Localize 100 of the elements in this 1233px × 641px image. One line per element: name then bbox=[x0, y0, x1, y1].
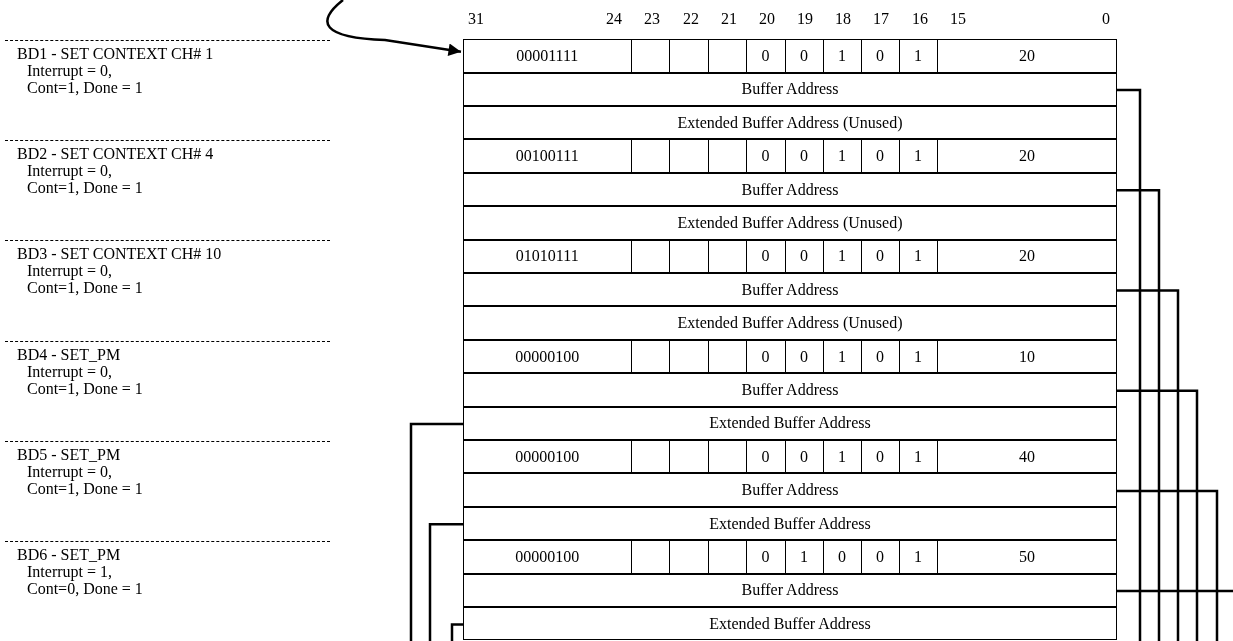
bit-number: 22 bbox=[683, 10, 699, 28]
bit-field-value: 1 bbox=[823, 441, 862, 473]
address-row bbox=[463, 172, 1117, 207]
descriptor-flags: Interrupt = 0, Cont=1, Done = 1 bbox=[27, 262, 144, 297]
connector-line bbox=[428, 523, 463, 641]
bit-field-value: 0 bbox=[746, 140, 786, 172]
bit-number: 18 bbox=[835, 10, 851, 28]
register-row bbox=[463, 239, 1117, 274]
bit-field-value: 01010111 bbox=[464, 240, 632, 273]
address-row bbox=[463, 473, 1117, 507]
curved-arrow bbox=[326, 0, 462, 56]
bit-field-value: 10 bbox=[1018, 346, 1036, 367]
register-row bbox=[463, 139, 1117, 173]
bit-field-value: 00000100 bbox=[464, 340, 632, 373]
bit-field-value: 00001111 bbox=[464, 40, 632, 72]
bit-field-value: 1 bbox=[785, 541, 824, 573]
bit-number: 0 bbox=[1102, 10, 1110, 28]
bit-field-value: 0 bbox=[861, 140, 900, 172]
address-row bbox=[463, 306, 1117, 340]
bit-field-value: 0 bbox=[746, 541, 786, 573]
address-text: Buffer Address bbox=[741, 581, 839, 600]
address-row bbox=[463, 72, 1117, 107]
bit-field-value: 0 bbox=[861, 541, 900, 573]
bit-field-value: 0 bbox=[746, 340, 786, 373]
connector-line bbox=[1117, 189, 1161, 641]
register-row bbox=[463, 440, 1117, 474]
descriptor-title: BD3 - SET CONTEXT CH# 10 bbox=[17, 245, 223, 263]
bit-field-value: 00000100 bbox=[464, 441, 632, 473]
address-text: Extended Buffer Address bbox=[709, 414, 871, 433]
bit-number: 16 bbox=[912, 10, 928, 28]
address-text: Extended Buffer Address (Unused) bbox=[677, 113, 903, 132]
bit-field-value: 20 bbox=[1018, 246, 1036, 267]
bit-field-value: 00100111 bbox=[464, 140, 632, 172]
descriptor-flags: Interrupt = 0, Cont=1, Done = 1 bbox=[27, 162, 144, 197]
bit-field-value: 1 bbox=[823, 340, 862, 373]
register-row bbox=[463, 540, 1117, 574]
address-text: Buffer Address bbox=[741, 280, 839, 299]
bit-field-value: 0 bbox=[861, 240, 900, 273]
address-text: Buffer Address bbox=[741, 180, 839, 199]
address-row bbox=[463, 607, 1117, 641]
descriptor-title: BD5 - SET_PM bbox=[17, 445, 122, 463]
bit-field-value: 0 bbox=[861, 441, 900, 473]
connector-line bbox=[1117, 489, 1219, 641]
bit-field-value: 0 bbox=[785, 40, 824, 72]
bit-field-value: 1 bbox=[823, 40, 862, 72]
connector-line bbox=[1117, 289, 1180, 641]
descriptor-title: BD1 - SET CONTEXT CH# 1 bbox=[17, 45, 215, 62]
bit-field-value: 1 bbox=[823, 140, 862, 172]
bit-field-value: 1 bbox=[899, 240, 938, 273]
connector-line bbox=[1117, 389, 1199, 641]
bit-field-value: 0 bbox=[746, 240, 786, 273]
bit-field-value: 1 bbox=[899, 140, 938, 172]
address-text: Buffer Address bbox=[741, 481, 839, 500]
bit-field-value: 0 bbox=[785, 140, 824, 172]
descriptor-title: BD6 - SET_PM bbox=[17, 546, 122, 563]
address-row bbox=[463, 206, 1117, 240]
bit-number: 19 bbox=[797, 10, 813, 28]
bit-number: 17 bbox=[873, 10, 889, 28]
bit-field-value: 50 bbox=[1018, 546, 1036, 567]
address-text: Extended Buffer Address (Unused) bbox=[677, 314, 903, 333]
address-row bbox=[463, 406, 1117, 441]
bit-field-value: 20 bbox=[1018, 146, 1036, 167]
connector-line bbox=[409, 422, 463, 641]
address-row bbox=[463, 273, 1117, 307]
descriptor-flags: Interrupt = 0, Cont=1, Done = 1 bbox=[27, 462, 144, 497]
address-row bbox=[463, 573, 1117, 608]
bit-number: 24 bbox=[606, 10, 622, 28]
bit-field-value: 0 bbox=[785, 240, 824, 273]
descriptor-title: BD4 - SET_PM bbox=[17, 345, 122, 363]
address-row bbox=[463, 106, 1117, 140]
address-text: Extended Buffer Address (Unused) bbox=[677, 213, 903, 232]
bit-number: 20 bbox=[759, 10, 775, 28]
bit-field-value: 0 bbox=[823, 541, 862, 573]
bit-field-value: 0 bbox=[785, 340, 824, 373]
bit-field-value: 0 bbox=[746, 40, 786, 72]
address-text: Buffer Address bbox=[741, 80, 839, 99]
address-text: Extended Buffer Address bbox=[709, 514, 871, 533]
bit-field-value: 0 bbox=[785, 441, 824, 473]
connector-line bbox=[1117, 88, 1142, 641]
bit-field-value: 0 bbox=[861, 40, 900, 72]
descriptor-flags: Interrupt = 1, Cont=0, Done = 1 bbox=[27, 563, 144, 597]
connector-line bbox=[450, 623, 463, 641]
bit-field-value: 40 bbox=[1018, 446, 1036, 467]
bit-field-value: 00000100 bbox=[464, 541, 632, 573]
connector-line bbox=[1117, 589, 1233, 593]
bit-number: 15 bbox=[950, 10, 966, 28]
bit-field-value: 20 bbox=[1018, 45, 1036, 66]
register-row bbox=[463, 39, 1117, 73]
address-row bbox=[463, 373, 1117, 407]
register-row bbox=[463, 339, 1117, 374]
bit-field-value: 1 bbox=[899, 40, 938, 72]
bit-number: 31 bbox=[468, 10, 484, 28]
descriptor-flags: Interrupt = 0, Cont=1, Done = 1 bbox=[27, 62, 144, 96]
bit-field-value: 0 bbox=[746, 441, 786, 473]
bit-field-value: 1 bbox=[899, 441, 938, 473]
bit-number: 21 bbox=[721, 10, 737, 28]
address-row bbox=[463, 506, 1117, 541]
bit-field-value: 1 bbox=[823, 240, 862, 273]
address-text: Extended Buffer Address bbox=[709, 614, 871, 633]
bit-field-value: 1 bbox=[899, 541, 938, 573]
